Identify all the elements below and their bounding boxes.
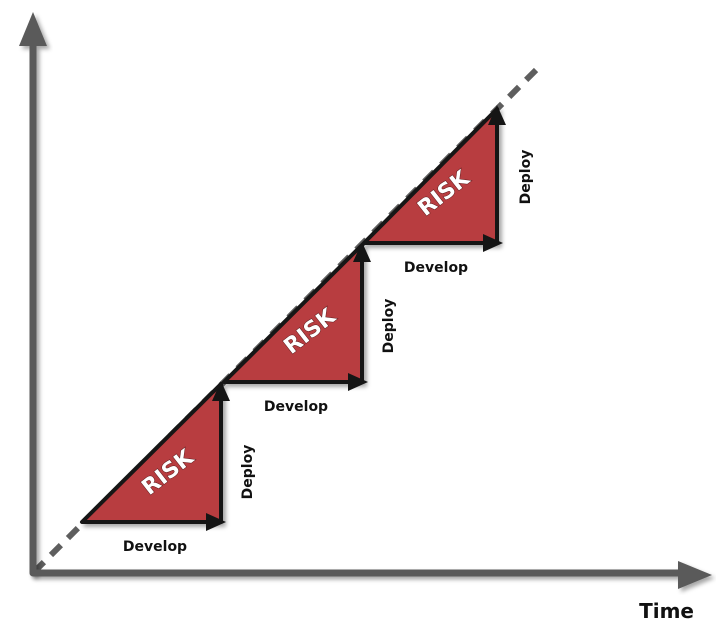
develop-arrowhead (348, 373, 368, 391)
risk-triangle (222, 243, 364, 384)
x-axis-arrowhead (678, 561, 712, 589)
step-1: RISK Develop Deploy (80, 381, 256, 555)
develop-label: Develop (264, 399, 328, 415)
y-axis-arrowhead (19, 12, 47, 46)
deploy-label: Deploy (381, 299, 397, 354)
deploy-label: Deploy (518, 150, 534, 205)
develop-label: Develop (404, 260, 468, 276)
step-3: RISK Develop Deploy (362, 105, 534, 276)
y-axis (19, 12, 47, 576)
deploy-arrowhead (353, 242, 371, 262)
develop-label: Develop (123, 539, 187, 555)
deploy-label: Deploy (240, 445, 256, 500)
time-axis-label: Time (639, 599, 694, 623)
risk-triangle (362, 107, 499, 245)
x-axis (29, 561, 712, 589)
risk-triangle (80, 382, 223, 524)
deploy-arrowhead (212, 381, 230, 401)
develop-arrowhead (206, 513, 226, 531)
step-2: RISK Develop Deploy (222, 242, 397, 415)
develop-arrowhead (483, 234, 503, 252)
deploy-arrowhead (488, 105, 506, 125)
